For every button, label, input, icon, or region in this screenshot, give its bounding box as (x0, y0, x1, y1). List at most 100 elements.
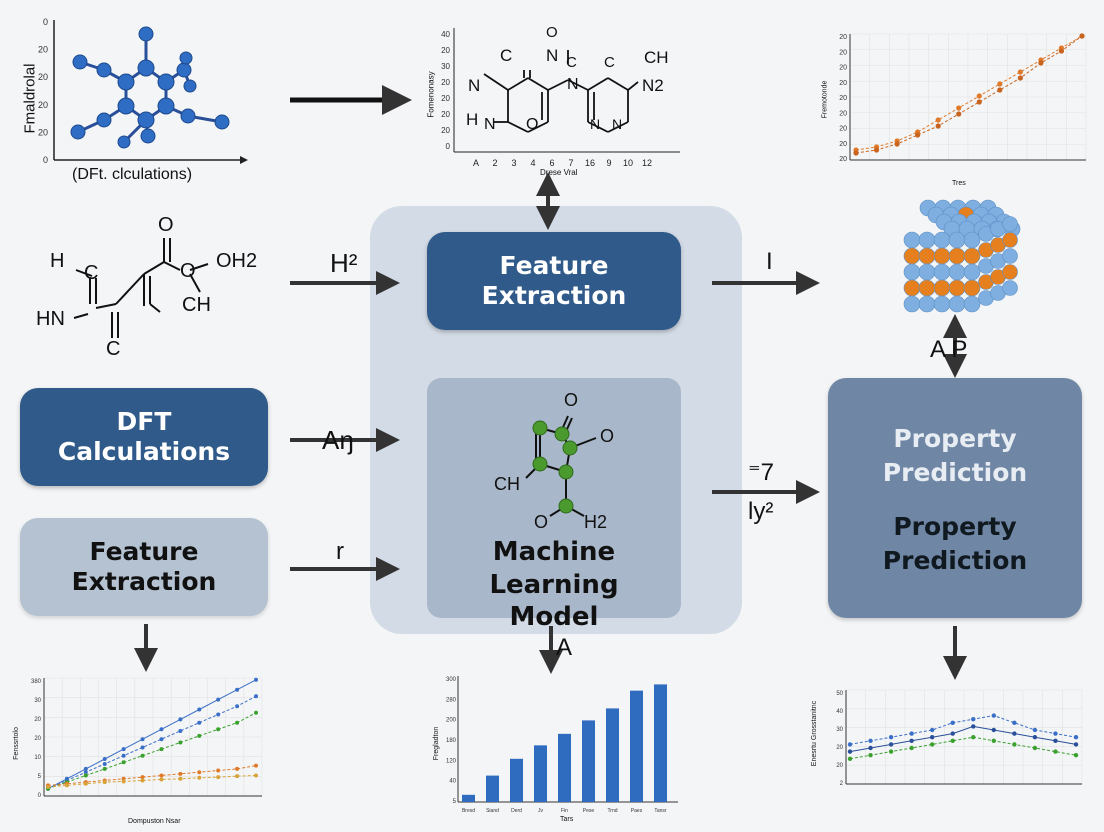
data-point (121, 760, 126, 765)
data-point (997, 87, 1003, 93)
y-tick-label: 40 (449, 779, 456, 785)
arrow-label-a: A (556, 634, 573, 661)
y-tick-label: 2 (840, 781, 844, 787)
y-tick-label: 20 (441, 110, 450, 119)
bar (630, 690, 643, 802)
data-point (997, 81, 1003, 87)
data-point (1053, 738, 1058, 743)
series-line (47, 765, 257, 786)
data-point (868, 738, 873, 743)
data-point (1032, 745, 1038, 751)
y-tick-label: 20 (839, 65, 847, 72)
y-tick-label: 10 (34, 755, 41, 761)
y-tick-label: 20 (34, 717, 41, 723)
atom (918, 295, 936, 313)
feature-extraction-box[interactable]: Feature Extraction (427, 232, 681, 330)
data-point (235, 704, 240, 709)
data-point (197, 775, 202, 780)
data-point (976, 99, 982, 105)
feature-extraction-left-box[interactable]: Feature Extraction (20, 518, 268, 616)
x-tick-label: 2 (492, 158, 497, 168)
y-tick-label: 20 (839, 49, 847, 56)
y-tick-label: 40 (441, 30, 450, 39)
atom (963, 295, 981, 313)
data-point (216, 775, 221, 780)
y-tick-label: 0 (43, 17, 48, 27)
data-point (159, 773, 164, 778)
data-point (216, 697, 221, 702)
tc-atom-n-6: N (612, 116, 623, 132)
ml-atom-o-3: O (534, 512, 549, 532)
data-point (909, 745, 914, 751)
data-point (929, 727, 935, 733)
data-point (1032, 735, 1038, 740)
x-tick-label: Siand (486, 808, 499, 814)
molecule-plot-top-left-xlabel: (DFt. clculations) (72, 166, 193, 183)
y-tick-label: 30 (34, 698, 41, 704)
atom (933, 279, 951, 297)
atom (948, 231, 966, 249)
data-point (64, 783, 69, 788)
y-tick-label: 20 (839, 156, 847, 163)
atom-hn: HN (36, 308, 65, 330)
series-line (849, 715, 1077, 745)
data-point (935, 123, 941, 129)
y-tick-label: 30 (441, 62, 450, 71)
ml-atom-h2: H2 (584, 512, 608, 532)
data-point (83, 781, 88, 786)
data-point (178, 740, 183, 745)
data-point (159, 727, 164, 732)
data-point (991, 738, 997, 743)
x-tick-label: Derd (511, 808, 522, 814)
x-tick-label: 12 (642, 158, 652, 168)
data-point (83, 770, 88, 775)
data-point (868, 753, 873, 758)
data-point (950, 720, 955, 725)
atom (903, 295, 921, 313)
data-point (254, 773, 258, 778)
y-tick-label: 20 (839, 141, 847, 148)
data-point (1012, 742, 1017, 747)
data-point (888, 749, 894, 754)
data-point (991, 727, 997, 733)
dft-calculations-box[interactable]: DFT Calculations (20, 388, 268, 486)
ml-model-box[interactable] (427, 378, 681, 618)
ml-atom-o-2: O (600, 426, 615, 446)
y-tick-label: 20 (836, 763, 843, 769)
data-point (853, 150, 859, 156)
data-point (915, 132, 921, 138)
atom (948, 263, 966, 281)
tc-atom-n-1: N (546, 46, 559, 65)
atom (963, 279, 981, 297)
arrow-label-i: I (766, 248, 773, 275)
data-point (956, 105, 962, 111)
data-point (1017, 69, 1023, 75)
bc-xlabel: Tars (560, 816, 574, 823)
data-point (121, 753, 126, 758)
data-point (140, 745, 145, 750)
series-line (855, 35, 1083, 154)
atom-h: H (50, 250, 65, 272)
data-point (909, 738, 914, 743)
bar (534, 745, 547, 802)
data-point (159, 777, 164, 782)
data-point (956, 111, 962, 117)
bar (558, 733, 571, 802)
property-prediction-box[interactable] (828, 378, 1082, 618)
x-tick-label: 9 (606, 158, 611, 168)
bar (486, 775, 499, 802)
atom (903, 263, 921, 281)
data-point (235, 774, 240, 779)
tc-atom-n2: N2 (642, 76, 664, 95)
data-point (102, 780, 107, 785)
data-point (83, 766, 88, 771)
data-point (178, 776, 183, 781)
tc-atom-o: O (546, 24, 558, 41)
y-tick-label: 0 (446, 142, 451, 151)
data-point (1079, 33, 1085, 39)
y-tick-label: 20 (441, 126, 450, 135)
y-tick-label: 120 (446, 758, 457, 764)
